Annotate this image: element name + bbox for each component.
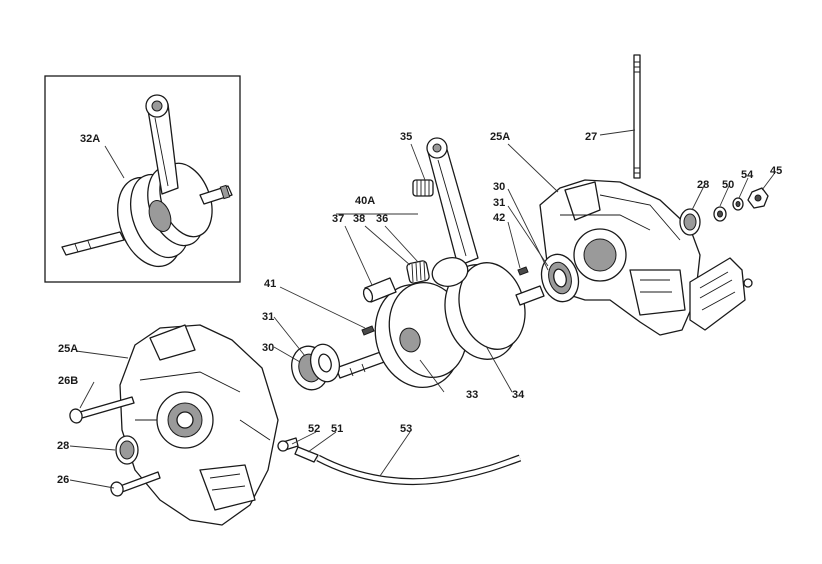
callout-52: 52 [308, 423, 320, 435]
callout-28-left: 28 [57, 440, 69, 452]
callout-30-mid: 30 [262, 342, 274, 354]
callout-53: 53 [400, 423, 412, 435]
part-needle-bearing-35 [412, 179, 434, 197]
callout-51: 51 [331, 423, 343, 435]
callout-26: 26 [57, 474, 69, 486]
callout-30-top: 30 [493, 181, 505, 193]
callout-40A: 40A [355, 195, 375, 207]
part-hose-53 [316, 454, 522, 486]
callout-31-top: 31 [493, 197, 505, 209]
callout-37: 37 [332, 213, 344, 225]
callout-labels: 32A 35 25A 27 40A 37 38 36 30 31 42 28 5… [57, 131, 782, 486]
callout-38: 38 [353, 213, 365, 225]
part-bearing-mid-30-31 [291, 343, 341, 391]
callout-33: 33 [466, 389, 478, 401]
callout-25A-top: 25A [490, 131, 510, 143]
part-crankcase-left-25A [119, 324, 279, 526]
callout-31-mid: 31 [262, 311, 274, 323]
part-crankcase-right-25A [539, 179, 701, 336]
part-needle-bearing-38 [406, 260, 430, 284]
part-connecting-rod-36 [426, 137, 479, 287]
inset-crankshaft-box [44, 75, 241, 283]
part-washer-50 [713, 206, 727, 222]
part-nut-45 [747, 187, 769, 209]
callout-28-top: 28 [697, 179, 709, 191]
part-seal-28-top [679, 208, 701, 236]
callout-45: 45 [770, 165, 782, 177]
part-washer-54 [732, 197, 744, 211]
part-fitting-51 [294, 446, 319, 463]
callout-34: 34 [512, 389, 525, 401]
callout-27: 27 [585, 131, 597, 143]
callout-41: 41 [264, 278, 276, 290]
callout-54: 54 [741, 169, 754, 181]
callout-26B: 26B [58, 375, 78, 387]
part-key-42 [517, 266, 529, 276]
part-stud-27 [633, 54, 641, 179]
callout-42: 42 [493, 212, 505, 224]
leader-lines [69, 129, 775, 489]
callout-36: 36 [376, 213, 388, 225]
part-bearing-top-30-31 [540, 253, 580, 303]
part-key-41 [361, 325, 375, 336]
part-seal-28-left [115, 435, 139, 465]
part-bolt-26B [69, 396, 135, 424]
callout-50: 50 [722, 179, 734, 191]
part-cover-plate [689, 257, 753, 331]
part-crankshaft-33-34 [335, 262, 545, 389]
part-bolt-26 [110, 471, 161, 497]
callout-32A: 32A [80, 133, 100, 145]
callout-25A-left: 25A [58, 343, 78, 355]
callout-35: 35 [400, 131, 412, 143]
part-pin-37 [362, 277, 397, 303]
part-fitting-52 [277, 437, 299, 452]
